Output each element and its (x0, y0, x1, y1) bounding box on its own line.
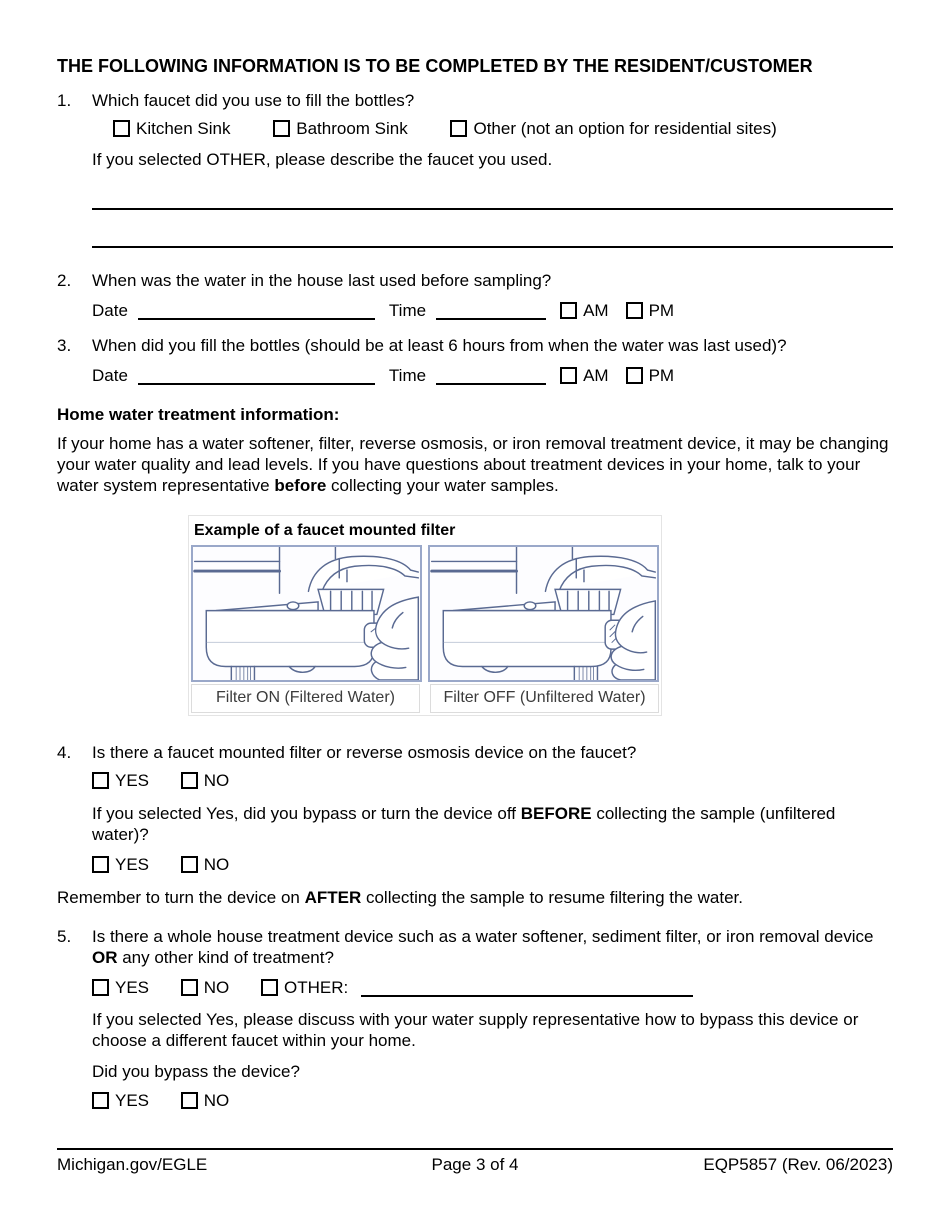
page-footer: Michigan.gov/EGLE Page 3 of 4 EQP5857 (R… (57, 1148, 893, 1175)
question-4-text: Is there a faucet mounted filter or reve… (92, 743, 637, 762)
q4b-no-label: NO (203, 855, 230, 874)
question-1-options: Kitchen Sink Bathroom Sink Other (not an… (113, 118, 893, 139)
kitchen-sink-label: Kitchen Sink (136, 119, 231, 138)
remember-note-bold: AFTER (304, 888, 362, 907)
footer-website: Michigan.gov/EGLE (57, 1155, 208, 1174)
question-4: 4. Is there a faucet mounted filter or r… (57, 742, 893, 763)
question-1-text: Which faucet did you use to fill the bot… (92, 91, 415, 110)
faucet-filter-figure: Example of a faucet mounted filter (188, 515, 662, 716)
kitchen-sink-checkbox[interactable] (113, 120, 130, 137)
question-3-number: 3. (57, 336, 72, 355)
q4-no-label: NO (203, 771, 230, 790)
other-describe-line-2[interactable] (92, 246, 893, 248)
question-1: 1. Which faucet did you use to fill the … (57, 90, 893, 111)
date-field[interactable] (137, 318, 375, 320)
bathroom-sink-label: Bathroom Sink (296, 119, 408, 138)
bypass-yes-checkbox[interactable] (92, 1092, 109, 1109)
filter-on-caption: Filter ON (Filtered Water) (191, 684, 420, 713)
question-5-options: YES NO OTHER: (92, 977, 893, 998)
remember-note-text: Remember to turn the device on (57, 888, 305, 907)
footer-form-number: EQP5857 (Rev. 06/2023) (703, 1155, 894, 1174)
q4b-yes-checkbox[interactable] (92, 856, 109, 873)
filter-on-illustration (191, 545, 422, 682)
other-faucet-checkbox[interactable] (450, 120, 468, 137)
question-4-number: 4. (57, 743, 72, 762)
am-label: AM (583, 301, 609, 320)
question-3-text: When did you fill the bottles (should be… (92, 336, 787, 355)
page-title: THE FOLLOWING INFORMATION IS TO BE COMPL… (57, 56, 813, 76)
date-label: Date (92, 366, 128, 385)
pm-label: PM (648, 366, 675, 385)
question-5-number: 5. (57, 927, 72, 946)
treatment-paragraph-text: collecting your water samples. (326, 476, 559, 495)
am-checkbox[interactable] (560, 302, 578, 319)
am-label: AM (583, 366, 609, 385)
q4-no-checkbox[interactable] (180, 772, 198, 789)
other-describe-prompt: If you selected OTHER, please describe t… (92, 150, 553, 169)
question-5-text-bold: OR (92, 948, 118, 967)
question-3-datetime: Date Time AM PM (92, 365, 893, 386)
time-field[interactable] (436, 383, 547, 385)
figure-title: Example of a faucet mounted filter (194, 522, 456, 539)
footer-page-number: Page 3 of 4 (431, 1155, 519, 1174)
question-2-number: 2. (57, 271, 72, 290)
question-5-text-part: any other kind of treatment? (117, 948, 334, 967)
filter-off-illustration (428, 545, 659, 682)
question-5-text-part: Is there a whole house treatment device … (92, 927, 874, 946)
q5-other-label: OTHER: (284, 978, 349, 997)
question-5: 5. Is there a whole house treatment devi… (57, 926, 893, 968)
question-2-text: When was the water in the house last use… (92, 271, 552, 290)
bypass-question: Did you bypass the device? (92, 1062, 300, 1081)
question-4-subtext-text: collecting the sample (unfiltered water)… (92, 804, 836, 844)
question-3: 3. When did you fill the bottles (should… (57, 335, 893, 356)
bathroom-sink-checkbox[interactable] (273, 120, 291, 137)
question-4-yesno: YES NO (92, 770, 893, 791)
bypass-no-checkbox[interactable] (180, 1092, 198, 1109)
treatment-paragraph-bold: before (274, 476, 327, 495)
remember-note: Remember to turn the device on AFTER col… (57, 887, 893, 908)
pm-checkbox[interactable] (625, 367, 643, 384)
q5-no-checkbox[interactable] (180, 979, 198, 996)
time-field[interactable] (436, 318, 547, 320)
am-checkbox[interactable] (560, 367, 578, 384)
question-2: 2. When was the water in the house last … (57, 270, 893, 291)
question-2-datetime: Date Time AM PM (92, 300, 893, 321)
time-label: Time (388, 301, 427, 320)
q5-yes-label: YES (115, 978, 150, 997)
date-label: Date (92, 301, 128, 320)
q5-no-label: NO (203, 978, 230, 997)
time-label: Time (388, 366, 427, 385)
q4b-yes-label: YES (115, 855, 150, 874)
question-5-subtext: If you selected Yes, please discuss with… (92, 1010, 859, 1050)
other-describe-line-1[interactable] (92, 208, 893, 210)
q4b-no-checkbox[interactable] (180, 856, 198, 873)
pm-label: PM (648, 301, 675, 320)
question-4-subtext-text: If you selected Yes, did you bypass or t… (92, 804, 521, 823)
q5-yes-checkbox[interactable] (92, 979, 109, 996)
q4-yes-checkbox[interactable] (92, 772, 109, 789)
remember-note-text: collecting the sample to resume filterin… (361, 888, 743, 907)
q5-other-checkbox[interactable] (261, 979, 278, 996)
question-1-number: 1. (57, 91, 72, 110)
q5-other-field[interactable] (360, 995, 693, 997)
question-4-subtext-bold: BEFORE (520, 804, 592, 823)
other-faucet-label: Other (not an option for residential sit… (473, 119, 777, 138)
bypass-no-label: NO (203, 1091, 230, 1110)
q4-yes-label: YES (115, 771, 150, 790)
date-field[interactable] (137, 383, 375, 385)
question-4b-yesno: YES NO (92, 854, 893, 875)
filter-off-caption: Filter OFF (Unfiltered Water) (430, 684, 659, 713)
bypass-yesno: YES NO (92, 1090, 893, 1111)
pm-checkbox[interactable] (625, 302, 643, 319)
bypass-yes-label: YES (115, 1091, 150, 1110)
treatment-paragraph: If your home has a water softener, filte… (57, 433, 893, 496)
question-5-text: Is there a whole house treatment device … (92, 926, 893, 968)
question-4-subtext: If you selected Yes, did you bypass or t… (92, 803, 893, 845)
treatment-paragraph-text: If your home has a water softener, filte… (57, 434, 889, 495)
treatment-section-heading: Home water treatment information: (57, 405, 340, 424)
form-page: THE FOLLOWING INFORMATION IS TO BE COMPL… (0, 55, 950, 1175)
